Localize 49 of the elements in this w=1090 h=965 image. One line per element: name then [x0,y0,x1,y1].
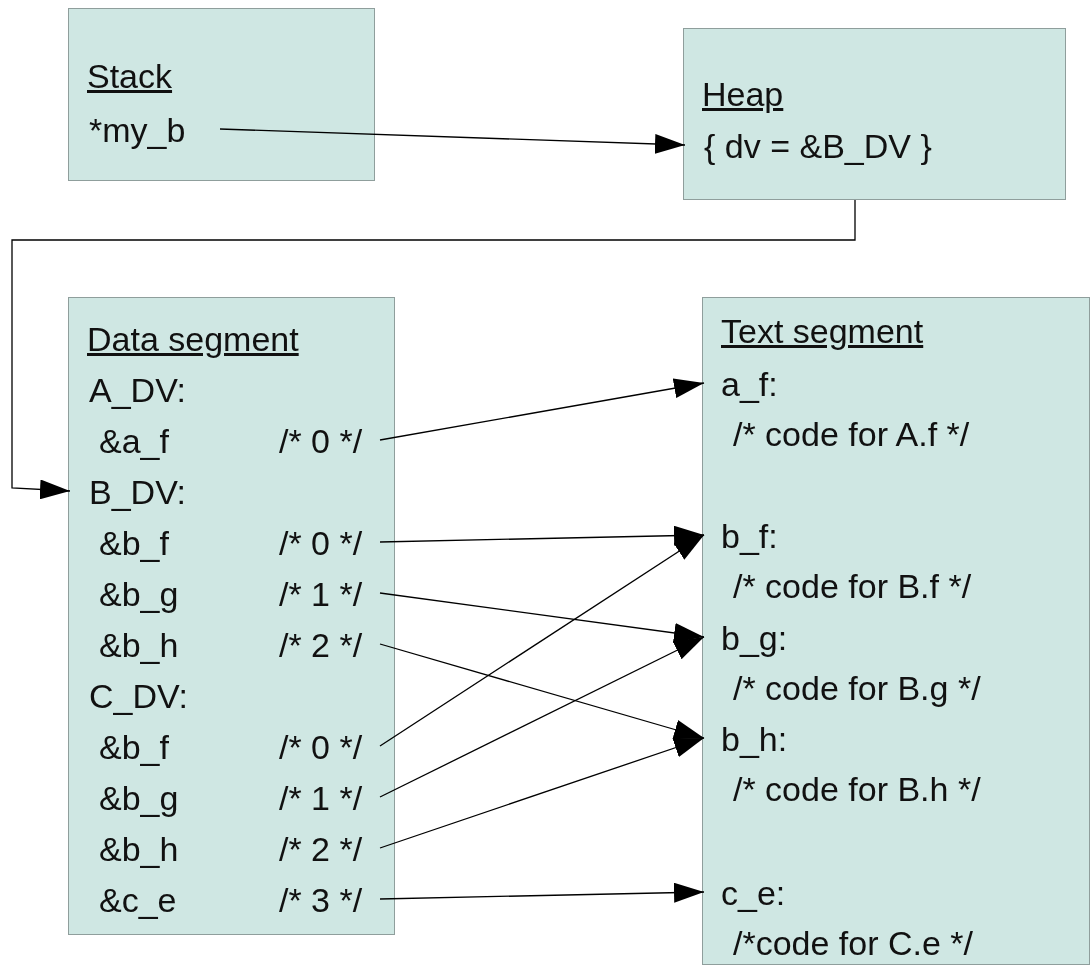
region-heading: Text segment [721,311,924,352]
pointer-arrow [379,592,705,643]
variable-label: C_DV: [89,676,188,717]
region-heading: Stack [87,56,173,97]
offset-comment: /* 0 */ [279,421,363,462]
function-label: b_g: [721,618,788,659]
memory-region-box [68,8,375,181]
pointer-symbol: &a_f [99,421,169,462]
function-label: b_h: [721,719,788,760]
pointer-symbol: &c_e [99,880,177,921]
memory-region-box [68,297,395,935]
offset-comment: /* 2 */ [279,829,363,870]
pointer-arrow [379,636,705,798]
pointer-symbol: &b_h [99,829,179,870]
memory-region-box [702,297,1090,965]
pointer-symbol: &b_h [99,625,179,666]
region-heading: Heap [702,74,784,115]
pointer-arrow [219,128,686,154]
variable-label: *my_b [89,110,186,151]
pointer-symbol: &b_g [99,574,179,615]
pointer-symbol: &b_f [99,727,169,768]
offset-comment: /* 0 */ [279,523,363,564]
pointer-arrow [379,378,705,441]
offset-comment: /* 0 */ [279,727,363,768]
pointer-arrow [379,525,705,546]
function-label: b_f: [721,516,778,557]
code-comment: /* code for B.f */ [733,566,972,607]
code-comment: /*code for C.e */ [733,923,973,964]
variable-label: B_DV: [89,472,186,513]
offset-comment: /* 2 */ [279,625,363,666]
pointer-arrow [379,882,705,903]
pointer-symbol: &b_g [99,778,179,819]
pointer-arrow [11,199,856,500]
pointer-arrow [379,643,705,740]
code-comment: /* code for A.f */ [733,414,970,455]
function-label: c_e: [721,873,786,914]
code-comment: /* code for B.g */ [733,668,981,709]
variable-label: A_DV: [89,370,186,411]
offset-comment: /* 1 */ [279,778,363,819]
region-heading: Data segment [87,319,299,360]
variable-label: { dv = &B_DV } [704,126,932,167]
pointer-arrow [379,534,705,747]
pointer-arrow [379,737,705,849]
pointer-symbol: &b_f [99,523,169,564]
memory-region-box [683,28,1066,200]
code-comment: /* code for B.h */ [733,769,981,810]
offset-comment: /* 3 */ [279,880,363,921]
offset-comment: /* 1 */ [279,574,363,615]
function-label: a_f: [721,364,778,405]
